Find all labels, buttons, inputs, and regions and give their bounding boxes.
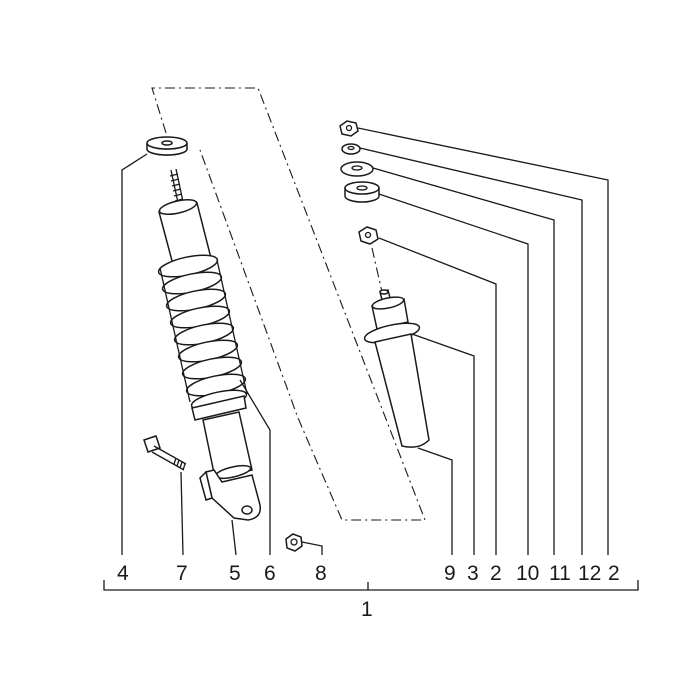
callout-9: 9 <box>444 562 456 585</box>
leader-9 <box>417 447 453 555</box>
callout-4: 4 <box>117 562 129 585</box>
top-rubber-bushing <box>146 136 188 156</box>
callout-11: 11 <box>549 562 571 585</box>
lower-rubber-bushing <box>344 181 380 203</box>
damper-lower-body <box>202 411 253 479</box>
callout-6: 6 <box>264 562 276 585</box>
shock-absorber-assembly <box>121 136 271 556</box>
leader-7 <box>180 471 184 556</box>
leader-2b <box>357 127 609 555</box>
cartridge-axis <box>371 247 383 293</box>
callout-3: 3 <box>467 562 479 585</box>
nut-8 <box>285 533 323 555</box>
callout-7: 7 <box>176 562 188 585</box>
leader-12 <box>359 147 583 555</box>
leader-11 <box>372 167 555 555</box>
callout-1: 1 <box>361 598 373 621</box>
cartridge-body <box>374 333 430 448</box>
lower-spring-seat <box>191 395 247 421</box>
callout-5: 5 <box>229 562 241 585</box>
leader-2a <box>378 237 497 555</box>
callout-10: 10 <box>516 562 539 585</box>
leader-3 <box>411 333 475 555</box>
leader-5 <box>231 519 237 556</box>
upper-rubber-washer <box>340 161 374 177</box>
mounting-bolt <box>143 435 187 556</box>
damper-cartridge-assembly <box>339 120 609 555</box>
spring-washer <box>341 143 361 155</box>
bottom-mount-bracket <box>199 469 261 521</box>
leader-4 <box>121 153 148 555</box>
callout-2b: 2 <box>608 562 620 585</box>
coil-spring <box>157 254 248 411</box>
leader-10 <box>378 193 529 555</box>
leader-8 <box>301 541 323 555</box>
leader-6 <box>239 379 271 555</box>
callout-2a: 2 <box>490 562 502 585</box>
assembly-centerline <box>151 87 426 521</box>
callout-8: 8 <box>315 562 327 585</box>
assembly-bracket <box>103 580 639 591</box>
lower-nut <box>358 226 379 245</box>
top-nut <box>339 120 359 137</box>
callout-12: 12 <box>578 562 601 585</box>
